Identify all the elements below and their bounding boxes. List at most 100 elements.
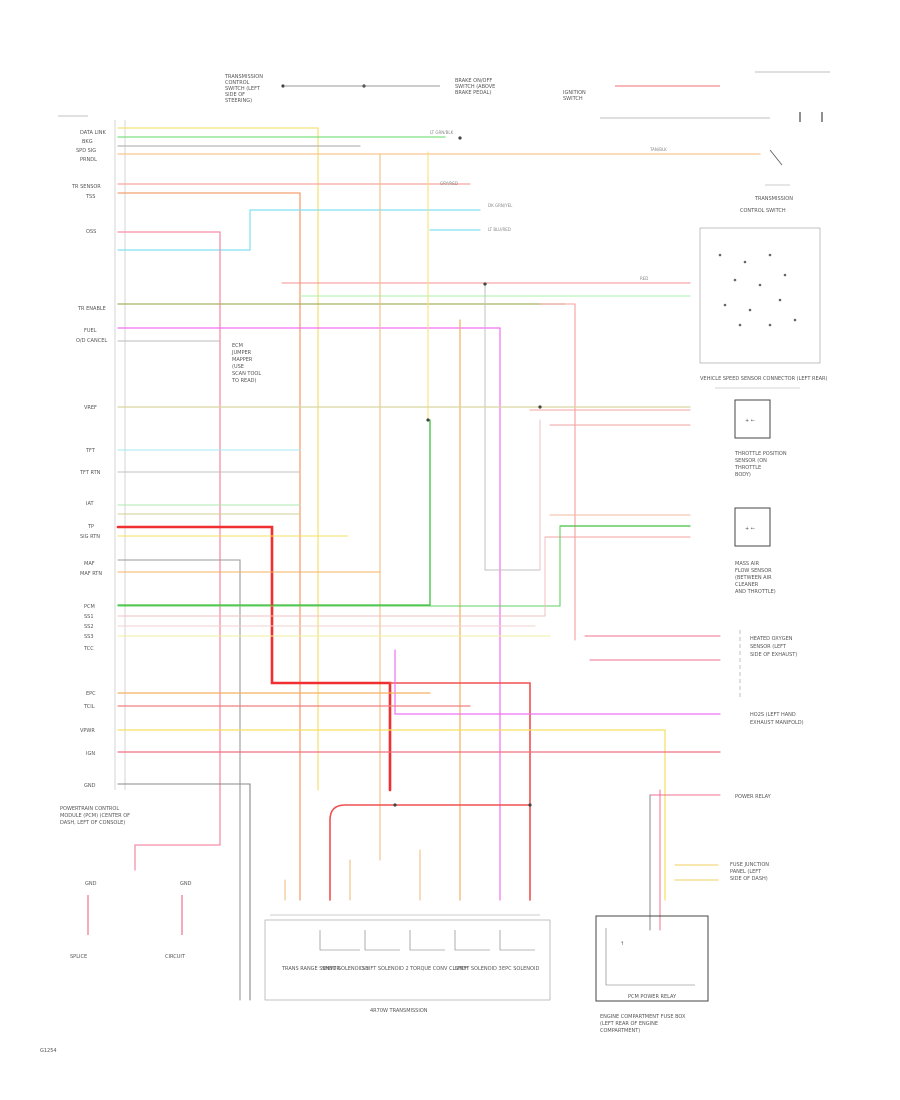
signal-label: SPD SIG xyxy=(76,148,96,154)
signal-label: EPC xyxy=(86,691,96,697)
center-note: ECM JUMPER MAPPER (USE SCAN TOOL TO READ… xyxy=(231,343,261,384)
wire-gray-vert xyxy=(484,284,541,571)
signal-label: TP xyxy=(87,524,94,530)
tps-label: BODY) xyxy=(735,472,751,478)
ground-label: GND xyxy=(180,881,192,887)
signal-label: VREF xyxy=(84,405,97,411)
connector-pin xyxy=(758,283,762,287)
connector-pin xyxy=(768,323,772,327)
data-link-label: SWITCH (LEFT xyxy=(225,86,261,92)
wire-gray-ms xyxy=(117,559,241,1001)
splice-dot xyxy=(483,282,487,286)
wire-label: TAN/BLK xyxy=(649,147,667,152)
center-note-line: (USE xyxy=(232,364,244,370)
signal-label: VPWR xyxy=(80,728,95,734)
tps-label: THROTTLE xyxy=(734,465,761,471)
signal-label: FUEL xyxy=(84,328,97,334)
left-signal-labels: DATA LINK BKG SPD SIG PRNDL TR SENSOR TS… xyxy=(71,130,107,789)
center-note-line: TO READ) xyxy=(231,378,256,384)
center-note-line: SCAN TOOL xyxy=(232,371,261,377)
ho2s-sensor: HEATED OXYGEN SENSOR (LEFT SIDE OF EXHAU… xyxy=(730,630,804,882)
wire-maf-5 xyxy=(117,536,546,617)
signal-label: DATA LINK xyxy=(80,130,106,136)
connector-pin xyxy=(723,303,727,307)
trans-component: SHIFT SOLENOID 2 xyxy=(362,966,409,972)
signal-label: IGN xyxy=(86,751,95,757)
signal-label: IAT xyxy=(86,501,95,507)
signal-label: GND xyxy=(84,783,96,789)
connector-pin xyxy=(768,253,772,257)
left-hand-label: EXHAUST MANIFOLD) xyxy=(750,720,804,726)
signal-label: MAF RTN xyxy=(80,571,102,577)
splice-dot xyxy=(538,405,542,409)
maf-label: MASS AIR xyxy=(735,561,760,567)
splice-dots xyxy=(281,84,542,807)
relay-caption: ENGINE COMPARTMENT FUSE BOX xyxy=(600,1014,686,1020)
data-link-label: TRANSMISSION xyxy=(224,74,263,80)
signal-label: TFT xyxy=(85,448,96,454)
wire-label: LT BLU/RED xyxy=(488,227,511,232)
wire-label: GRY/RED xyxy=(440,181,458,186)
fuse-junction-label: SIDE OF DASH) xyxy=(730,876,768,882)
left-hand-label: HO2S (LEFT HAND xyxy=(750,712,796,718)
splice-dot xyxy=(393,803,397,807)
tps-sensor: + ← THROTTLE POSITION SENSOR (ON THROTTL… xyxy=(734,399,787,478)
maf-label: (BETWEEN AIR xyxy=(735,575,772,581)
wire-label: LT GRN/BLK xyxy=(430,130,454,135)
signal-label: PCM xyxy=(84,604,95,610)
data-link-label: CONTROL xyxy=(225,80,250,86)
transmission-label: 4R70W TRANSMISSION xyxy=(370,1008,428,1014)
signal-label: O/D CANCEL xyxy=(76,338,107,344)
transmission-block: TRANS RANGE SENSOR SHIFT SOLENOID 1 SHIF… xyxy=(264,914,551,1014)
center-note-line: ECM xyxy=(232,343,243,349)
signal-label: SIG RTN xyxy=(80,534,100,540)
trans-component: SHIFT SOLENOID 1 xyxy=(322,966,369,972)
tps-pins: + ← xyxy=(745,418,755,424)
signal-label: TR ENABLE xyxy=(77,306,106,312)
wire-blue-top xyxy=(117,209,481,251)
pcm-caption: POWERTRAIN CONTROL MODULE (PCM) (CENTER … xyxy=(60,806,130,826)
maf-label: CLEANER xyxy=(735,582,759,588)
brake-switch-label: BRAKE PEDAL) xyxy=(455,90,491,96)
connector-pin xyxy=(793,318,797,322)
overdrive-label: TRANSMISSION xyxy=(754,196,793,202)
data-link-label: STEERING) xyxy=(225,98,252,104)
splice-dot xyxy=(528,803,532,807)
wire-red-2 xyxy=(539,303,576,641)
connector-pin xyxy=(783,273,787,277)
wire-yellow-low xyxy=(117,729,666,901)
wire-violet xyxy=(394,649,721,715)
trans-component: SHIFT SOLENOID 3 xyxy=(455,966,502,972)
signal-label: OSS xyxy=(86,229,96,235)
wire-yellow-top xyxy=(117,127,319,791)
ignition-label: SWITCH xyxy=(563,96,583,102)
pcm-caption-line: POWERTRAIN CONTROL xyxy=(60,806,119,812)
pcm-power-relay: ↑ PCM POWER RELAY ENGINE COMPARTMENT FUS… xyxy=(595,915,709,1034)
maf-label: AND THROTTLE) xyxy=(735,589,776,595)
signal-label: TSS xyxy=(85,194,95,200)
figure-number: G1254 xyxy=(40,1048,57,1054)
wire-trans-red xyxy=(329,804,531,901)
top-wire-labels: LT GRN/BLK GRY/RED DK GRN/YEL LT BLU/RED… xyxy=(430,130,667,281)
o2-label: SIDE OF EXHAUST) xyxy=(750,652,797,658)
vss-connector-label: VEHICLE SPEED SENSOR CONNECTOR (LEFT REA… xyxy=(700,376,827,382)
splice-dot xyxy=(426,418,430,422)
wire-maf-4 xyxy=(117,525,561,607)
connector-pin xyxy=(738,323,742,327)
wire-magenta xyxy=(117,327,501,901)
signal-label: SS2 xyxy=(84,624,94,630)
signal-label: SS3 xyxy=(84,634,94,640)
o2-label: SENSOR (LEFT xyxy=(750,644,787,650)
connector-pin xyxy=(748,308,752,312)
connector-pin xyxy=(743,260,747,264)
fuse-junction-label: PANEL (LEFT xyxy=(730,869,762,875)
trans-component: TORQUE CONV CLUTCH xyxy=(409,966,469,972)
signal-label: BKG xyxy=(82,139,93,145)
splice-dot xyxy=(458,136,462,140)
relay-caption: COMPARTMENT) xyxy=(600,1028,640,1034)
vss-connector: VEHICLE SPEED SENSOR CONNECTOR (LEFT REA… xyxy=(699,227,827,389)
relay-symbol: ↑ xyxy=(620,941,624,947)
trans-component: TRANS RANGE SENSOR xyxy=(281,966,340,972)
wire-green-vert xyxy=(117,419,431,606)
ignition-label: IGNITION xyxy=(563,90,586,96)
